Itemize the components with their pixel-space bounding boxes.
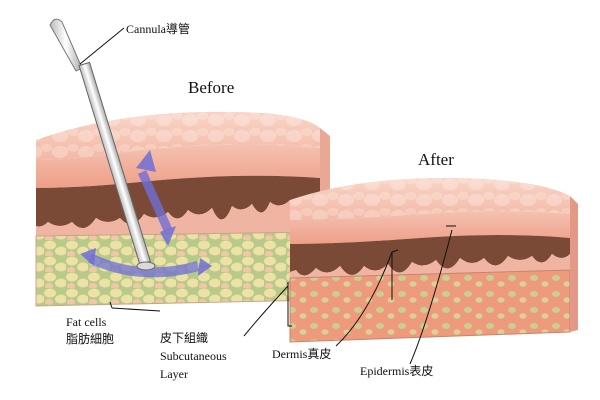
dermis-label: Dermis真皮 [272,347,331,361]
cannula-motion-arrows [80,150,212,278]
subcutaneous-label-en2: Layer [160,367,188,381]
subcutaneous-leader [243,285,289,337]
epidermis-leader [409,229,453,365]
subcutaneous-label-zh: 皮下組織 [160,331,208,345]
after-heading: After [418,150,454,169]
cannula-leader [79,27,125,65]
before-heading: Before [188,78,234,97]
fat-cells-label-en: Fat cells [66,315,107,329]
subcutaneous-bracket [287,282,292,327]
cannula-label: Cannula導管 [126,21,190,36]
cannula-instrument [49,18,156,271]
fat-cells-label-zh: 脂肪細胞 [66,331,114,346]
epidermis-label: Epidermis表皮 [360,364,433,378]
leader-lines [79,27,456,365]
after-skin-block [289,177,578,343]
fat-cells-leader [111,307,161,312]
dermis-bracket [391,249,399,300]
fat-cells-leader-tick [109,301,113,309]
subcutaneous-label-en1: Subcutaneous [160,349,227,363]
before-skin-block [35,111,330,307]
dermis-leader [335,251,393,347]
